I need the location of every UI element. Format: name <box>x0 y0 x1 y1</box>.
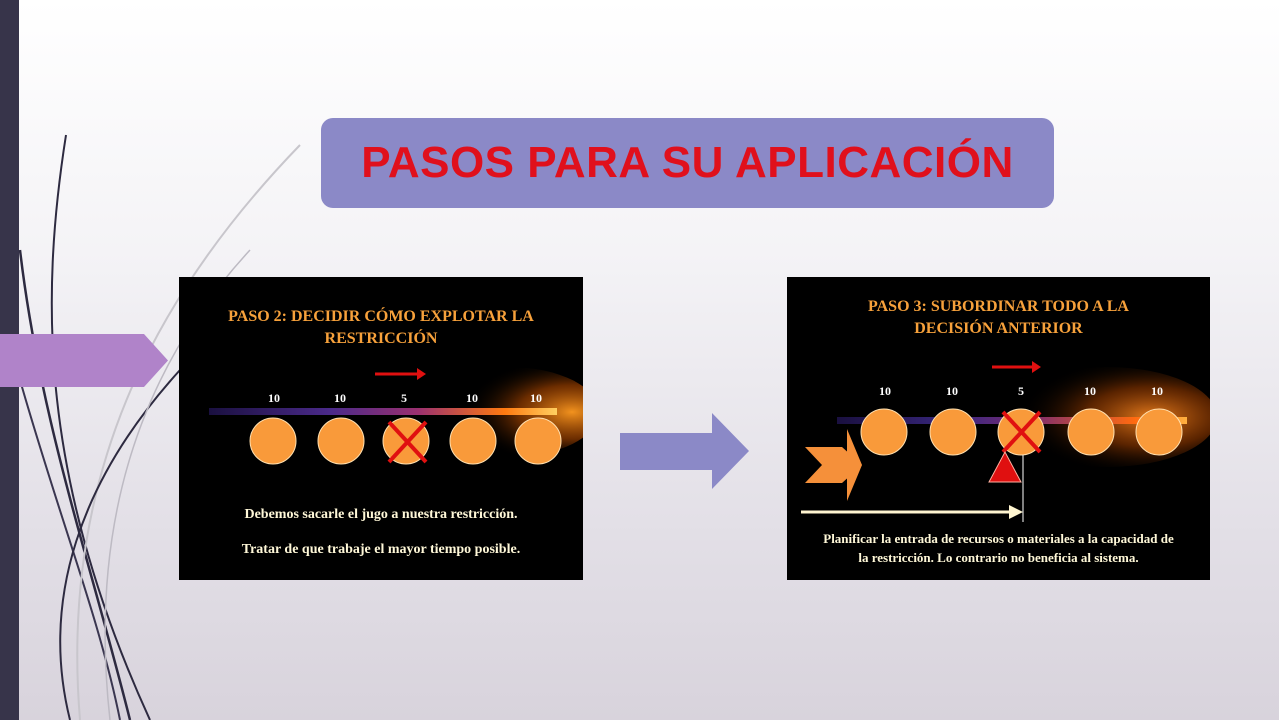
capacity-label: 5 <box>401 391 407 405</box>
step2-image-panel: PASO 2: DECIDIR CÓMO EXPLOTAR LA RESTRIC… <box>179 277 583 580</box>
step2-text-line1: Debemos sacarle el jugo a nuestra restri… <box>244 507 518 522</box>
step3-text-line1: Planificar la entrada de recursos o mate… <box>823 531 1174 546</box>
capacity-label: 10 <box>530 391 542 405</box>
step3-text-line2: la restricción. Lo contrario no benefici… <box>858 550 1139 565</box>
capacity-label: 10 <box>946 384 958 398</box>
capacity-label: 5 <box>1018 384 1024 398</box>
step3-diagram <box>801 361 1210 522</box>
step2-diagram <box>209 367 583 465</box>
station-circle-4 <box>1067 408 1115 456</box>
step2-title-line2: RESTRICCIÓN <box>324 330 438 347</box>
step3-image-panel: PASO 3: SUBORDINAR TODO A LA DECISIÓN AN… <box>787 277 1210 580</box>
station-circle-2 <box>929 408 977 456</box>
station-circle-4 <box>449 417 497 465</box>
capacity-label: 10 <box>879 384 891 398</box>
step2-text-line2: Tratar de que trabaje el mayor tiempo po… <box>241 542 521 557</box>
step2-title-line1: PASO 2: DECIDIR CÓMO EXPLOTAR LA <box>228 308 534 325</box>
input-chevron-tip <box>847 429 862 501</box>
material-flow-arrow <box>801 505 1023 519</box>
capacity-label: 10 <box>1151 384 1163 398</box>
capacity-label: 10 <box>268 391 280 405</box>
step3-title-line1: PASO 3: SUBORDINAR TODO A LA <box>868 298 1129 315</box>
capacity-label: 10 <box>1084 384 1096 398</box>
decorative-curves <box>18 134 301 720</box>
station-circle-1 <box>249 417 297 465</box>
station-circle-2 <box>317 417 365 465</box>
step3-direction-arrow <box>992 361 1041 373</box>
capacity-label: 10 <box>466 391 478 405</box>
step2-direction-arrow <box>375 368 426 380</box>
buffer-triangle-icon <box>988 450 1022 483</box>
title-box: PASOS PARA SU APLICACIÓN <box>321 118 1054 208</box>
arrow-right-icon <box>620 413 749 489</box>
bottleneck-x-mark-icon <box>1001 410 1042 454</box>
capacity-label: 10 <box>334 391 346 405</box>
station-circle-1 <box>860 408 908 456</box>
bottleneck-x-mark-icon <box>387 420 428 464</box>
station-circle-5 <box>1135 408 1183 456</box>
slide-title: PASOS PARA SU APLICACIÓN <box>361 138 1014 187</box>
station-circle-5 <box>514 417 562 465</box>
side-tab-pentagon <box>0 334 168 387</box>
step3-title-line2: DECISIÓN ANTERIOR <box>914 320 1083 337</box>
